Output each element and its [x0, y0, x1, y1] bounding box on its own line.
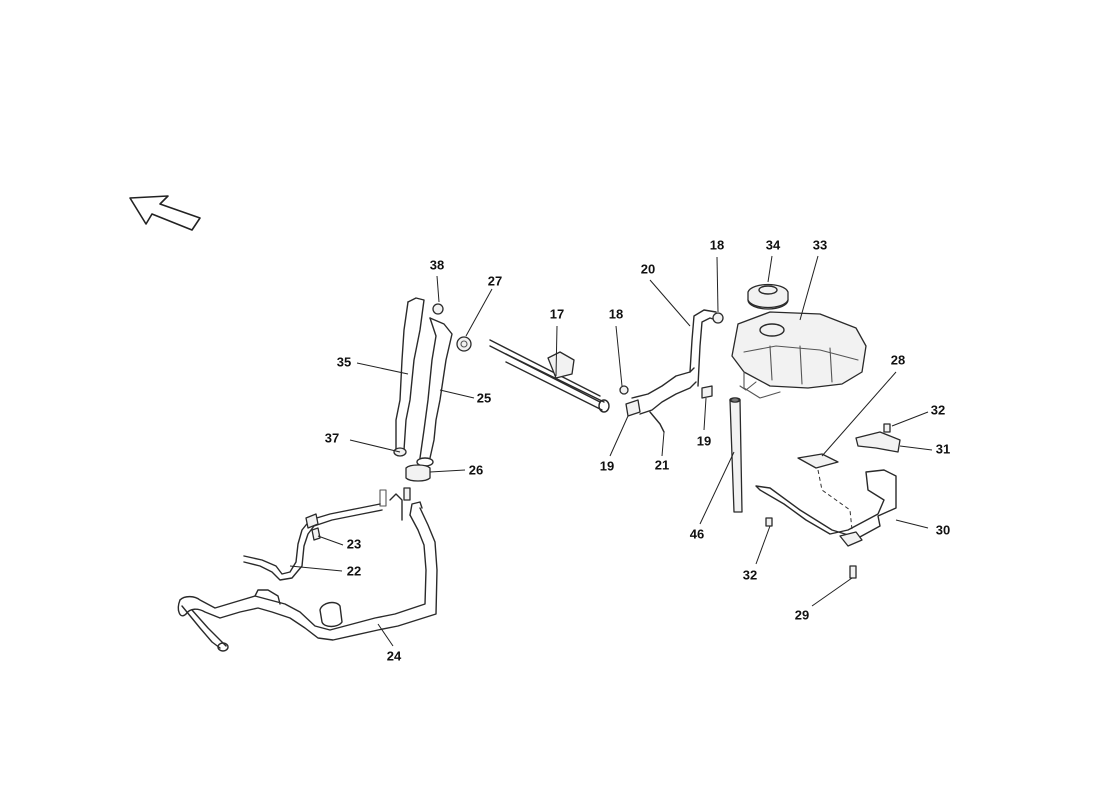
direction-arrow-icon [129, 195, 201, 231]
part-46-rod [729, 397, 743, 513]
callout-29: 29 [795, 607, 809, 622]
part-20-hose [689, 309, 717, 387]
part-35-hose [394, 297, 425, 456]
callout-46: 46 [690, 526, 704, 541]
callout-18-left: 18 [609, 306, 623, 321]
part-33-expansion-tank [731, 311, 867, 399]
part-28-bracket [797, 453, 839, 469]
callout-23: 23 [347, 536, 361, 551]
part-21-hose [631, 367, 697, 433]
part-19-clamp-left [625, 399, 641, 417]
part-24-coolant-pipe [177, 489, 438, 652]
callout-27: 27 [488, 273, 502, 288]
part-34-tank-cap [747, 283, 789, 310]
callout-21: 21 [655, 457, 669, 472]
callout-18-right: 18 [710, 237, 724, 252]
callout-labels: 38 27 35 25 37 26 17 18 20 18 34 33 19 2… [325, 237, 950, 663]
callout-20: 20 [641, 261, 655, 276]
callout-19-right: 19 [697, 433, 711, 448]
callout-35: 35 [337, 354, 351, 369]
callout-25: 25 [477, 390, 491, 405]
callout-28: 28 [891, 352, 905, 367]
part-30-bracket [755, 469, 897, 547]
part-29-bolt [849, 565, 857, 579]
callout-38: 38 [430, 257, 444, 272]
part-32-bolt-lower [765, 517, 773, 527]
callout-19-left: 19 [600, 458, 614, 473]
part-38-clamp [432, 303, 444, 315]
part-22-hose [243, 487, 411, 581]
part-23-clip [311, 527, 321, 541]
callout-32-upper: 32 [931, 402, 945, 417]
part-18-clamp-right [712, 312, 724, 324]
leader-lines [289, 255, 933, 647]
callout-33: 33 [813, 237, 827, 252]
part-17-pipe [489, 339, 610, 413]
callout-24: 24 [387, 648, 402, 663]
part-32-bolt-upper [883, 423, 891, 433]
callout-31: 31 [936, 441, 950, 456]
part-19-clamp-right [701, 385, 713, 399]
callout-17: 17 [550, 306, 564, 321]
callout-22: 22 [347, 563, 361, 578]
callout-37: 37 [325, 430, 339, 445]
callout-30: 30 [936, 522, 950, 537]
part-26-clamp [405, 464, 431, 482]
callout-26: 26 [469, 462, 483, 477]
part-31-bracket [855, 431, 901, 453]
part-18-clamp-left [619, 385, 629, 395]
callout-32-lower: 32 [743, 567, 757, 582]
callout-34: 34 [766, 237, 781, 252]
part-27-clamp [456, 336, 472, 352]
